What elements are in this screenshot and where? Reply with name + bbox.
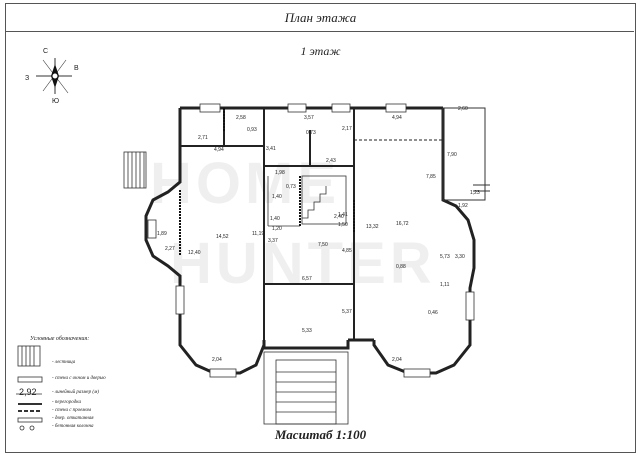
watermark-line2: HUNTER <box>170 231 436 296</box>
legend-item-column: - бетонная колонна <box>52 424 94 429</box>
dimension-label: 16,72 <box>396 221 409 227</box>
legend-item-wall-window-door: - стена с окном и дверью <box>52 376 106 381</box>
side-stairs <box>123 151 147 189</box>
compass-west: З <box>25 75 29 82</box>
compass-north: С <box>43 48 48 55</box>
compass-east: В <box>74 65 79 72</box>
dimension-label: 1,41 <box>338 212 348 218</box>
dimension-label: 5,73 <box>440 254 450 260</box>
legend-sample-dimension: 2,92 <box>19 387 37 397</box>
dimension-label: 1,40 <box>272 194 282 200</box>
title-bar <box>5 3 634 32</box>
legend-item-dimension: - линейный размер (м) <box>52 390 99 395</box>
dimension-label: 12,40 <box>188 250 201 256</box>
dimension-label: 4,94 <box>392 115 402 121</box>
dimension-label: 0,93 <box>247 127 257 133</box>
dimension-label: 3,37 <box>268 238 278 244</box>
dimension-label: 2,17 <box>342 126 352 132</box>
dimension-label: 2,71 <box>198 135 208 141</box>
dimension-label: 2,04 <box>212 357 222 363</box>
dimension-labels: 2,58 0,93 2,71 3,57 0,73 3,41 2,17 4,94 … <box>157 106 480 363</box>
dimension-label: 2,40 <box>334 214 344 220</box>
dimension-label: 1,50 <box>338 222 348 228</box>
drawing-frame <box>5 3 636 453</box>
dimension-label: 14,52 <box>216 234 229 240</box>
dimension-label: 2,58 <box>236 115 246 121</box>
legend-item-sliding-door: - двер. откатанная <box>52 416 94 421</box>
dimension-label: 1,98 <box>275 170 285 176</box>
legend-item-wall-opening: - стена с проемом <box>52 408 91 413</box>
dimension-label: 4,85 <box>342 248 352 254</box>
dimension-label: 2,60 <box>458 106 468 112</box>
dimension-label: 2,43 <box>326 158 336 164</box>
dimension-label: 4,94 <box>214 147 224 153</box>
legend-symbols <box>16 345 43 431</box>
dimension-label: 1,20 <box>272 226 282 232</box>
dimension-label: 7,50 <box>318 242 328 248</box>
page-title: План этажа <box>284 10 357 25</box>
dimension-label: 1,23 <box>470 190 480 196</box>
dimension-label: 3,30 <box>455 254 465 260</box>
compass: С Ю З В <box>25 48 79 105</box>
veranda <box>442 107 490 201</box>
partitions <box>179 108 355 255</box>
dimension-label: 6,57 <box>302 276 312 282</box>
dimension-label: 2,27 <box>165 246 175 252</box>
dimension-label: 1,11 <box>440 282 450 288</box>
dimension-label: 11,19 <box>252 231 264 237</box>
scale-label: Масштаб 1:100 <box>274 427 367 442</box>
dimension-label: 0,88 <box>396 264 406 270</box>
front-stairs <box>263 351 349 425</box>
dimension-label: 7,85 <box>426 174 436 180</box>
floor-label: 1 этаж <box>300 44 341 58</box>
dimension-label: 7,90 <box>447 152 457 158</box>
dimension-label: 1,89 <box>157 231 167 237</box>
windows <box>147 103 475 378</box>
dimension-label: 3,41 <box>266 146 276 152</box>
legend-title: Условные обозначения: <box>30 336 90 342</box>
dimension-label: 1,92 <box>458 203 468 209</box>
dimension-label: 13,32 <box>366 224 379 230</box>
compass-south: Ю <box>52 98 59 105</box>
dimension-label: 0,46 <box>428 310 438 316</box>
dimension-label: 1,40 <box>270 216 280 222</box>
central-staircase <box>267 175 347 227</box>
dimension-label: 0,73 <box>286 184 296 190</box>
dimension-label: 2,04 <box>392 357 402 363</box>
dimension-label: 5,37 <box>342 309 352 315</box>
dimension-label: 3,57 <box>304 115 314 121</box>
dimension-label: 0,73 <box>306 130 316 136</box>
legend-item-partition: - перегородка <box>52 400 81 405</box>
legend-item-stairs: - лестница <box>52 360 76 365</box>
dimension-label: 5,33 <box>302 328 312 334</box>
